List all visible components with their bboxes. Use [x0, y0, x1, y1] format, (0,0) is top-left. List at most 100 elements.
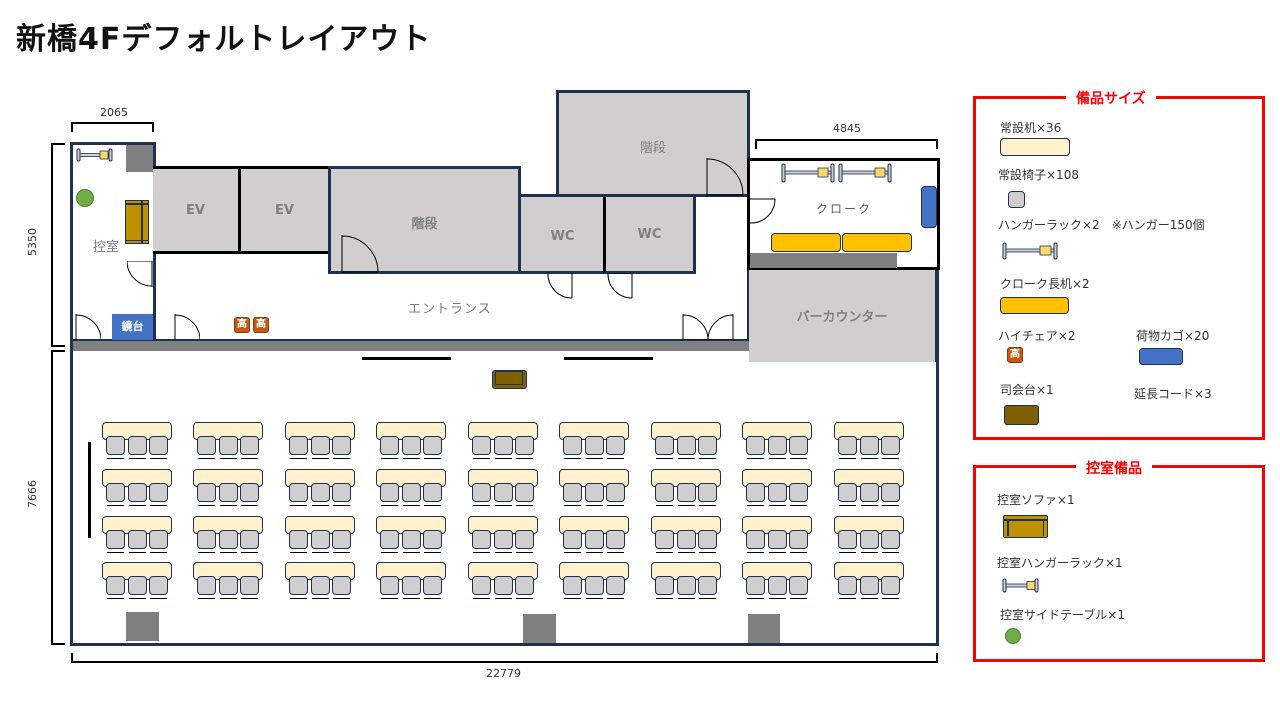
side-table-icon [76, 189, 94, 207]
chair-icon [289, 530, 308, 553]
chair-icon [563, 576, 582, 599]
desk-with-chairs [651, 516, 721, 554]
chair-icon [676, 483, 696, 506]
legend-label: 常設椅子×108 [998, 168, 1079, 182]
chair-icon [767, 483, 787, 506]
luggage-basket-icon [921, 186, 937, 228]
desk-with-chairs [193, 516, 263, 554]
chair-icon [584, 436, 604, 459]
chair-icon [380, 436, 399, 459]
chair-icon [655, 530, 674, 553]
chair-icon [197, 530, 216, 553]
chair-icon [881, 576, 900, 599]
chair-icon [310, 436, 330, 459]
cloak-desk-swatch-icon [1000, 297, 1069, 314]
legend-label: 控室サイドテーブル×1 [1000, 608, 1125, 622]
high-chair-icon: 高 [253, 317, 269, 333]
chair-icon [423, 576, 442, 599]
chair-icon [493, 436, 513, 459]
dimension-total-width: 22779 [486, 667, 521, 680]
pillar [523, 614, 556, 643]
chair-icon [606, 530, 625, 553]
chair-icon [515, 576, 534, 599]
desk-with-chairs [559, 516, 629, 554]
elevator-1: EV [153, 166, 241, 254]
chair-swatch-icon [1008, 191, 1025, 208]
chair-icon [401, 530, 421, 553]
chair-icon [310, 483, 330, 506]
chair-icon [289, 576, 308, 599]
door-icon [341, 235, 379, 273]
door-icon [750, 198, 776, 224]
pillar [748, 614, 780, 643]
chair-icon [859, 436, 879, 459]
hall-top-wall [72, 341, 749, 351]
hanger-rack-icon [76, 148, 113, 162]
desk-with-chairs [102, 422, 172, 460]
door-icon [547, 273, 573, 299]
dimension-lounge-height: 5350 [26, 228, 39, 256]
wall-segment [70, 339, 73, 351]
chair-icon [655, 483, 674, 506]
desk-with-chairs [285, 469, 355, 507]
chair-icon [149, 576, 168, 599]
chair-icon [838, 530, 857, 553]
desk-with-chairs [559, 422, 629, 460]
desk-with-chairs [742, 516, 812, 554]
legend-label: 控室ソファ×1 [997, 493, 1075, 507]
chair-icon [676, 576, 696, 599]
desk-with-chairs [559, 562, 629, 600]
chair-icon [838, 576, 857, 599]
dimension-bracket-total-width [71, 653, 938, 663]
chair-icon [218, 530, 238, 553]
dimension-bracket-hall-height [51, 350, 65, 645]
podium-swatch-icon [1004, 405, 1039, 425]
desk-with-chairs [834, 422, 904, 460]
chair-icon [881, 530, 900, 553]
desk-with-chairs [468, 516, 538, 554]
legend-label: 延長コード×3 [1134, 387, 1212, 401]
chair-icon [698, 530, 717, 553]
chair-icon [218, 436, 238, 459]
desk-with-chairs [376, 469, 446, 507]
entrance-label: エントランス [408, 302, 492, 317]
chair-icon [149, 483, 168, 506]
desk-with-chairs [102, 562, 172, 600]
desk-with-chairs [193, 422, 263, 460]
chair-icon [218, 576, 238, 599]
chair-icon [767, 530, 787, 553]
chair-icon [240, 483, 259, 506]
chair-icon [838, 483, 857, 506]
chair-icon [606, 483, 625, 506]
chair-icon [380, 530, 399, 553]
chair-icon [655, 436, 674, 459]
door-icon [174, 314, 200, 340]
chair-icon [197, 436, 216, 459]
wall-segment [936, 270, 939, 350]
chair-icon [149, 530, 168, 553]
legend-label: 荷物カゴ×20 [1136, 329, 1210, 343]
legend-label: 司会台×1 [1000, 383, 1054, 397]
chair-icon [472, 436, 491, 459]
chair-icon [515, 530, 534, 553]
screen-right [564, 357, 653, 360]
legend-label: 常設机×36 [1000, 121, 1062, 135]
desk-with-chairs [834, 516, 904, 554]
chair-icon [563, 436, 582, 459]
chair-icon [698, 483, 717, 506]
chair-icon [332, 436, 351, 459]
cloak-desk-icon [842, 233, 912, 252]
chair-icon [240, 530, 259, 553]
desk-with-chairs [193, 469, 263, 507]
chair-icon [472, 576, 491, 599]
chair-icon [584, 483, 604, 506]
chair-icon [676, 436, 696, 459]
chair-icon [859, 530, 879, 553]
chair-icon [767, 576, 787, 599]
high-chair-icon: 高 [234, 317, 250, 333]
pillar [126, 612, 159, 641]
desk-with-chairs [468, 422, 538, 460]
chair-icon [563, 483, 582, 506]
door-icon [706, 158, 744, 196]
chair-icon [423, 436, 442, 459]
